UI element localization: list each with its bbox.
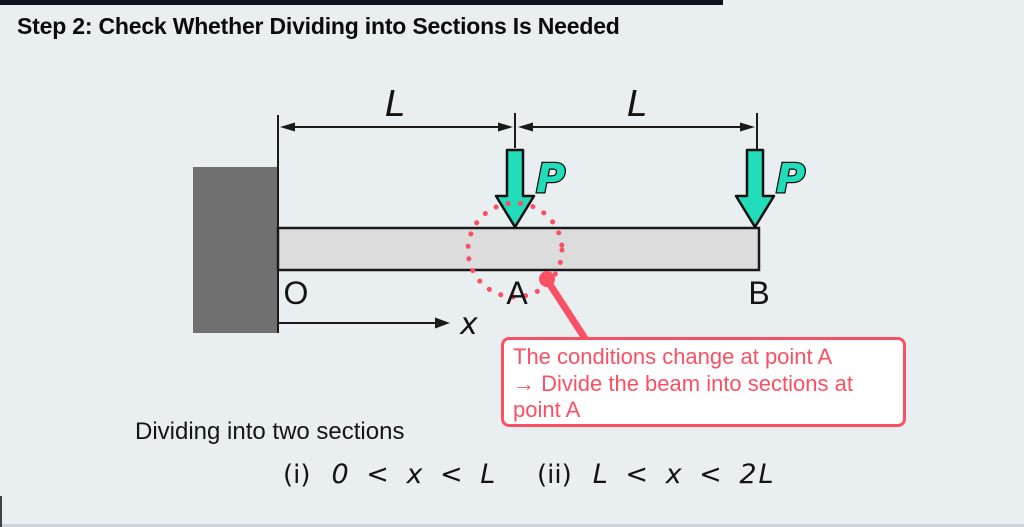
callout-line-1: The conditions change at point A (513, 344, 833, 369)
page-title: Step 2: Check Whether Dividing into Sect… (17, 13, 620, 39)
load-arrow-a-icon (494, 148, 536, 229)
point-label-a: A (506, 275, 528, 311)
dim-label-right: L (627, 84, 647, 125)
dim-arrowhead-right-a (518, 122, 533, 132)
callout-box: The conditions change at point A → Divid… (501, 337, 906, 427)
dim-label-left: L (385, 84, 405, 125)
callout-anchor-dot (539, 271, 555, 287)
load-label-b: P (776, 156, 805, 202)
section-case-ii: (ii) L < x < 2L (537, 459, 776, 490)
sections-intro-text: Dividing into two sections (135, 418, 405, 445)
callout-line-3: point A (513, 397, 581, 422)
x-axis-arrowhead (435, 317, 450, 329)
case-i-label: (i) (283, 460, 311, 490)
load-arrow-b-icon (734, 148, 776, 229)
highlight-dotted-circle (465, 200, 565, 300)
x-axis-label: x (459, 307, 478, 342)
case-ii-range: L < x < 2L (592, 459, 776, 490)
case-i-range: 0 < x < L (331, 459, 498, 490)
callout-line-2: → Divide the beam into sections at (513, 370, 853, 396)
window-edge-top (0, 0, 723, 5)
callout-leader-line (543, 276, 590, 344)
fixed-support-wall (193, 167, 278, 333)
beam-body (276, 226, 761, 272)
window-edge-left (0, 496, 2, 527)
point-label-origin: O (284, 275, 309, 311)
case-ii-label: (ii) (537, 460, 572, 490)
point-label-b: B (748, 275, 769, 311)
dim-arrowhead-left-a (280, 122, 295, 132)
dim-arrowhead-left-b (498, 122, 513, 132)
section-case-i: (i) 0 < x < L (283, 459, 497, 490)
window-edge-bottom (0, 524, 1024, 527)
dim-arrowhead-right-b (740, 122, 755, 132)
load-label-a: P (536, 156, 565, 202)
